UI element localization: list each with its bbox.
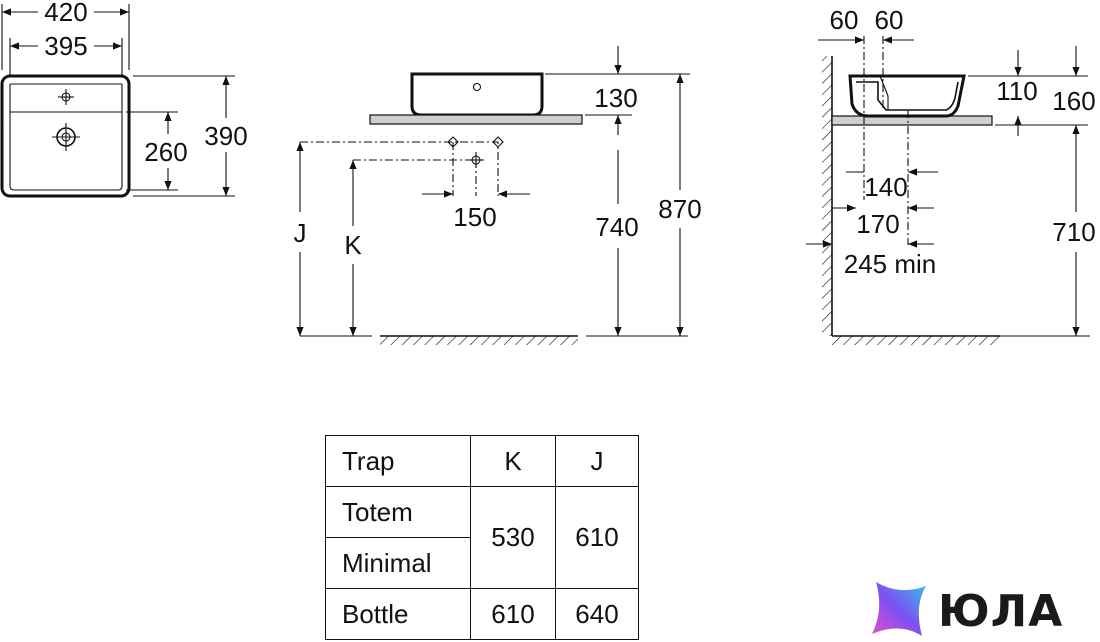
dim-basin-height: 130	[594, 83, 637, 113]
dim-total-basin-height: 160	[1052, 86, 1095, 116]
header-j: J	[555, 435, 639, 487]
table-row: Totem 530 610	[325, 486, 639, 589]
basin-front	[410, 72, 544, 117]
cell-j-merged: 610	[555, 486, 639, 589]
cell-k-merged: 530	[470, 486, 556, 589]
tap-hole-icon	[58, 89, 74, 105]
cell-k-bottle: 610	[470, 588, 556, 640]
dim-waste-spacing: 150	[453, 202, 496, 232]
basin-rim-top	[9, 111, 123, 191]
brand-logo-icon	[872, 582, 926, 636]
side-view: 60 60 110 160 710 140 170 245 min	[806, 5, 1096, 345]
front-view: 130 740 870 J K	[294, 46, 702, 345]
countertop-front	[369, 114, 583, 125]
dim-offset-b: 60	[875, 5, 904, 35]
trap-table: Trap K J Totem 530 610 Minimal Bottle 61…	[325, 435, 639, 640]
dim-170: 170	[856, 209, 899, 239]
header-k: K	[470, 435, 556, 487]
dim-bowl-depth: 260	[144, 137, 187, 167]
label-j: J	[294, 218, 307, 248]
dim-depth: 390	[204, 121, 247, 151]
row-name-bottle: Bottle	[325, 588, 471, 640]
table-row: Bottle 610 640	[325, 588, 639, 640]
table-header-row: Trap K J	[325, 435, 639, 487]
dim-total-height: 870	[658, 194, 701, 224]
row-name-minimal: Minimal	[325, 537, 471, 589]
label-k: K	[344, 230, 362, 260]
dim-245-min: 245 min	[844, 249, 937, 279]
cell-j-bottle: 640	[555, 588, 639, 640]
table-row: Minimal	[325, 537, 639, 589]
dim-140: 140	[864, 172, 907, 202]
basin-outline-top	[0, 74, 131, 198]
dim-bowl-height: 110	[996, 76, 1037, 106]
top-view: 420 395 390 260	[0, 0, 248, 198]
dim-counter-height: 740	[595, 212, 638, 242]
drain-icon	[52, 123, 80, 151]
trap-axis-j	[300, 141, 499, 196]
dim-offset-a: 60	[830, 5, 859, 35]
row-name-totem: Totem	[325, 486, 471, 538]
dim-width-inner: 395	[44, 31, 87, 61]
brand-name: ЮЛА	[938, 586, 1064, 637]
dim-floor-height: 710	[1052, 217, 1095, 247]
header-trap: Trap	[325, 435, 471, 487]
dim-width-outer: 420	[44, 0, 87, 27]
overflow-icon	[472, 82, 482, 92]
basin-section-side	[848, 74, 966, 118]
waste-point-icon	[447, 136, 504, 168]
